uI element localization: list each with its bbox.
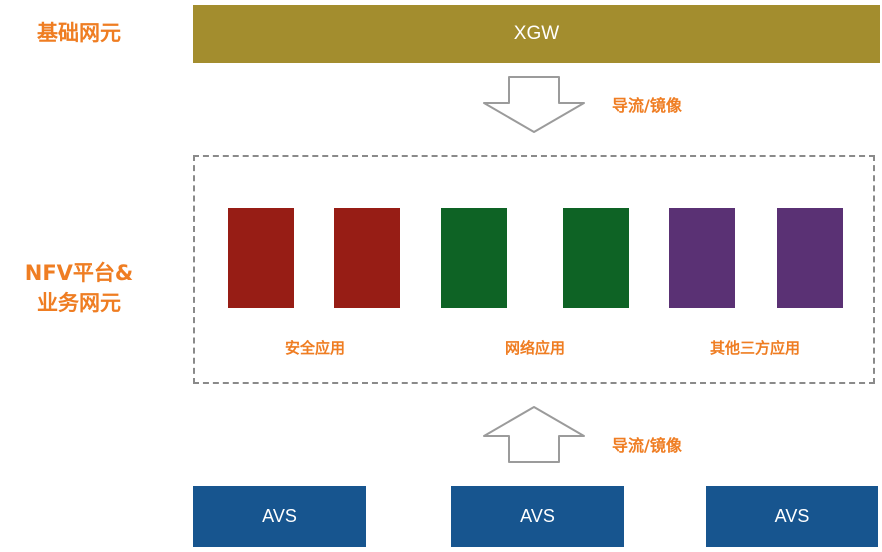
avs-label-1: AVS	[262, 506, 297, 526]
network-app-block-1	[441, 208, 507, 308]
third-party-app-block-1	[669, 208, 735, 308]
third-party-apps-label: 其他三方应用	[709, 339, 800, 357]
avs-box-2: AVS	[451, 486, 624, 547]
security-app-block-1	[228, 208, 294, 308]
avs-box-1: AVS	[193, 486, 366, 547]
network-app-block-2	[563, 208, 629, 308]
avs-label-3: AVS	[774, 506, 810, 526]
nfv-platform-label: NFV平台& 业务网元	[8, 258, 150, 318]
xgw-bar: XGW	[193, 5, 880, 63]
flow-mirror-label-top: 导流/镜像	[612, 96, 682, 115]
avs-box-3: AVS	[706, 486, 878, 547]
network-apps-label: 网络应用	[504, 339, 565, 357]
flow-mirror-label-bottom: 导流/镜像	[612, 436, 682, 455]
security-apps-label: 安全应用	[284, 339, 345, 357]
nfv-platform-label-line2: 业务网元	[37, 291, 121, 315]
xgw-label: XGW	[513, 23, 560, 44]
up-arrow-icon	[483, 406, 585, 463]
base-network-element-label: 基础网元	[37, 21, 121, 45]
third-party-app-block-2	[777, 208, 843, 308]
nfv-platform-container	[193, 155, 875, 384]
avs-label-2: AVS	[520, 506, 555, 526]
security-app-block-2	[334, 208, 400, 308]
down-arrow-icon	[483, 76, 585, 133]
nfv-platform-label-line1: NFV平台&	[24, 261, 134, 285]
